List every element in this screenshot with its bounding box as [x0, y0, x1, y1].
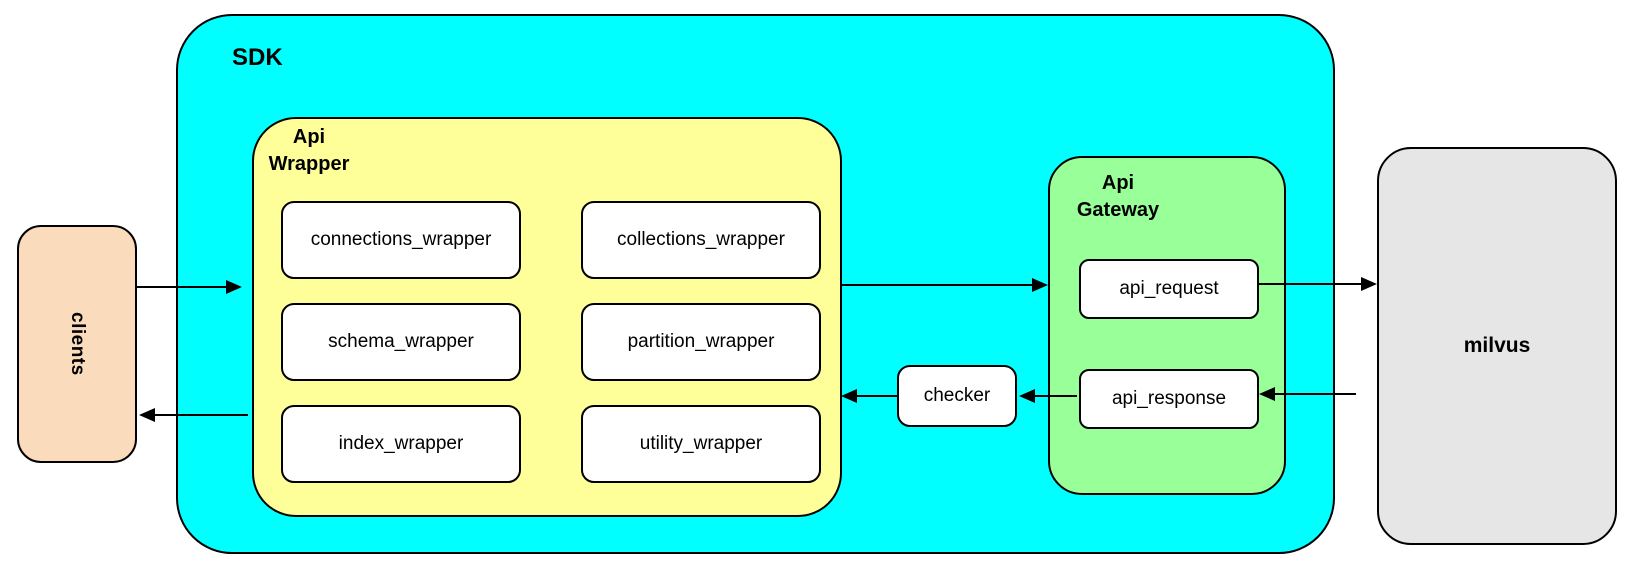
api-request-label: api_request — [1119, 278, 1219, 299]
checker-node: checker — [897, 365, 1017, 427]
partition-wrapper-label: partition_wrapper — [627, 331, 775, 352]
sdk-label: SDK — [232, 44, 283, 71]
utility-wrapper-label: utility_wrapper — [639, 433, 763, 454]
collections-wrapper-node: collections_wrapper — [581, 201, 821, 279]
collections-wrapper-label: collections_wrapper — [617, 229, 785, 250]
api-request-node: api_request — [1079, 259, 1259, 319]
partition-wrapper-node: partition_wrapper — [581, 303, 821, 381]
schema-wrapper-label: schema_wrapper — [328, 331, 474, 352]
api-gateway-container: Api Gateway api_request api_response — [1048, 156, 1286, 495]
milvus-node: milvus — [1377, 147, 1617, 545]
utility-wrapper-node: utility_wrapper — [581, 405, 821, 483]
checker-label: checker — [923, 385, 991, 406]
api-gateway-label: Api Gateway — [1076, 172, 1160, 221]
index-wrapper-node: index_wrapper — [281, 405, 521, 483]
connections-wrapper-node: connections_wrapper — [281, 201, 521, 279]
api-response-node: api_response — [1079, 369, 1259, 429]
api-wrapper-container: Api Wrapper connections_wrapper collecti… — [252, 117, 842, 517]
clients-label: clients — [67, 312, 88, 376]
clients-node: clients — [17, 225, 137, 463]
api-wrapper-label: Api Wrapper — [268, 126, 350, 175]
api-response-label: api_response — [1111, 388, 1227, 409]
milvus-label: milvus — [1463, 334, 1531, 357]
connections-wrapper-label: connections_wrapper — [310, 229, 492, 250]
index-wrapper-label: index_wrapper — [338, 433, 464, 454]
schema-wrapper-node: schema_wrapper — [281, 303, 521, 381]
